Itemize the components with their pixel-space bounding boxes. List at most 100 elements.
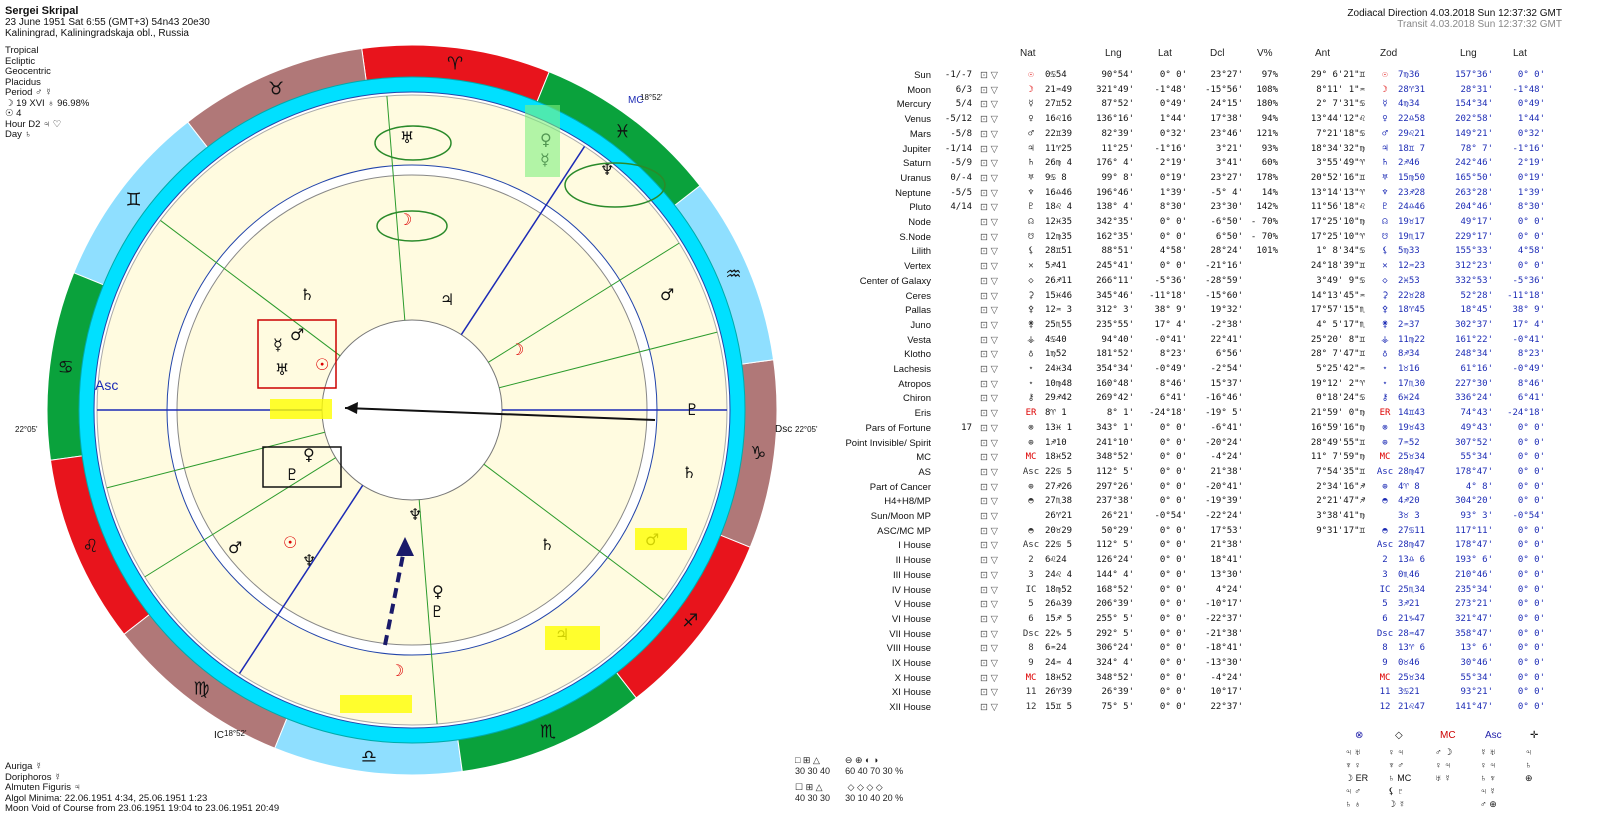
cell-dcl: 6°56' — [1215, 349, 1243, 360]
cell-pos2: 7♍36 — [1398, 70, 1420, 80]
cell-lat2: 0° 0' — [1517, 525, 1545, 536]
aspect-box-icon: ⊡ ▽ — [980, 466, 998, 478]
cell-aux: 6/3 — [955, 84, 972, 95]
col-header-nat: Nat — [1020, 48, 1036, 59]
cell-lat: 0° 0' — [1159, 481, 1187, 492]
cell-lng2: 235°34' — [1455, 584, 1493, 595]
row-label: Mars — [909, 128, 931, 140]
cell-lat2: 0°19' — [1517, 172, 1545, 183]
cell-v: 121% — [1256, 128, 1278, 139]
house-cusp-line — [386, 95, 406, 321]
cell-lng: 241°10' — [1096, 437, 1134, 448]
cell-g: 6 — [1028, 613, 1034, 624]
cell-lng: 297°26' — [1096, 481, 1134, 492]
cell-pos2: 18♈45 — [1398, 305, 1426, 316]
row-label: MC — [916, 452, 931, 464]
cell-lat2: 38° 9' — [1512, 305, 1545, 316]
cell-lng: 292° 5' — [1096, 628, 1134, 639]
cell-pos2: 8♐34 — [1398, 349, 1420, 360]
cell-g2: ♂ — [1382, 128, 1388, 139]
grid-h1: ⊗ — [1355, 730, 1364, 741]
cell-lng: 206°39' — [1096, 599, 1134, 610]
cell-pos: 18♌ 4 — [1045, 202, 1073, 213]
cell-pos: 12♍35 — [1045, 231, 1073, 242]
cell-lng2: 312°23' — [1455, 261, 1493, 272]
cell-g2: ⚳ — [1381, 290, 1389, 301]
cell-lng2: 307°52' — [1455, 437, 1493, 448]
cell-lng2: 93°21' — [1460, 687, 1493, 698]
cell-lng2: 161°22' — [1455, 334, 1493, 345]
cell-g2: ♇ — [1382, 202, 1388, 213]
cell-lat2: 0° 0' — [1517, 217, 1545, 227]
house-cusp-line — [144, 457, 336, 578]
aspect-box-icon: ⊡ ▽ — [980, 246, 998, 258]
cell-g2: ✕ — [1382, 261, 1388, 272]
cell-lat: 0° 0' — [1159, 643, 1187, 654]
sign-glyph: ♉ — [268, 79, 284, 100]
col-header-lng2: Lng — [1460, 48, 1477, 59]
cell-pos: 5♐41 — [1045, 261, 1067, 272]
cell-g: ♇ — [1028, 202, 1034, 213]
footer-line: Almuten Figuris ♃ — [5, 782, 81, 793]
cell-lng: 87°52' — [1101, 99, 1134, 110]
cell-lat: 0° 0' — [1159, 466, 1187, 477]
planet-glyph-icon: ♆ — [408, 505, 422, 524]
cell-lng: 160°48' — [1096, 378, 1134, 389]
planet-glyph-icon: ♅ — [275, 360, 289, 379]
row-label: II House — [895, 555, 931, 567]
cell-ant: 13°44'12"♌ — [1310, 114, 1365, 125]
cell-pos: 1♐10 — [1045, 437, 1067, 448]
cell-lat: -0°54' — [1154, 511, 1187, 521]
chart-wheel[interactable]: ♈♉♊♋♌♍♎♏♐♑♒♓AscDscMCIC22°05'22°05'18°52'… — [0, 0, 818, 831]
planet-glyph-icon: ☽ — [390, 661, 404, 680]
cell-g2: 8 — [1382, 643, 1388, 654]
grid-c5: ♃♄⊕ — [1525, 747, 1533, 783]
setting-line: Period ♂ ☿ — [5, 87, 52, 98]
